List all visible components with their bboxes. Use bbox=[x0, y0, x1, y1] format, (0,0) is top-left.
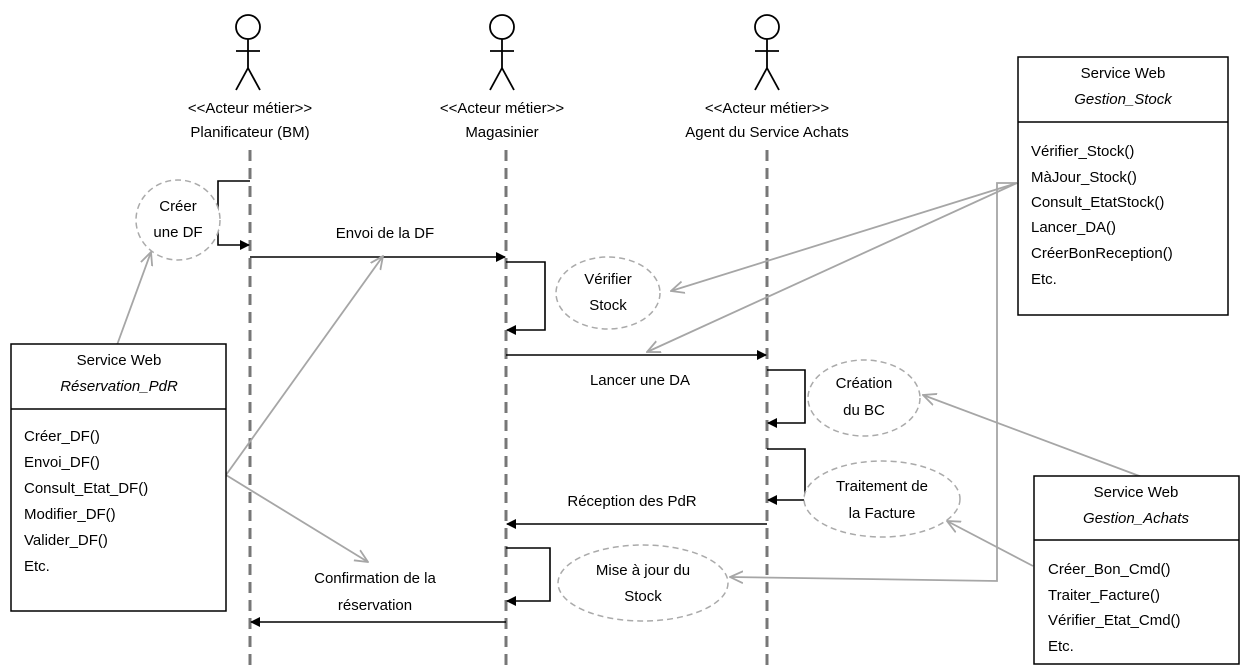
dependency-reservation-to-creer-df bbox=[116, 252, 151, 346]
dependency-stock-to-mise-a-jour bbox=[730, 182, 1017, 581]
actor-name: Magasinier bbox=[465, 124, 538, 141]
use-case-creation-bc: Création du BC bbox=[807, 359, 921, 437]
dependency-stock-to-verifier-stock bbox=[671, 182, 1018, 291]
self-message-traitement-facture bbox=[767, 448, 806, 505]
use-case-label-line1: Mise à jour du bbox=[596, 562, 690, 579]
service-gestion-achats: Service Web Gestion_Achats Créer_Bon_Cmd… bbox=[1033, 475, 1240, 665]
self-message-verifier-stock bbox=[506, 261, 546, 335]
use-case-label-line2: une DF bbox=[153, 224, 202, 241]
service-method: Modifier_DF() bbox=[24, 506, 116, 523]
service-method: Etc. bbox=[1048, 638, 1074, 655]
service-method: Vérifier_Stock() bbox=[1031, 143, 1134, 160]
service-name: Réservation_PdR bbox=[60, 378, 178, 395]
actor-planificateur: <<Acteur métier>> Planificateur (BM) bbox=[188, 14, 312, 141]
service-name: Gestion_Achats bbox=[1083, 510, 1189, 527]
use-case-label-line2: du BC bbox=[843, 402, 885, 419]
message-confirmation-label-line2: réservation bbox=[338, 597, 412, 614]
message-lancer-da-label: Lancer une DA bbox=[590, 372, 690, 389]
use-case-label-line1: Création bbox=[836, 375, 893, 392]
actor-stereotype: <<Acteur métier>> bbox=[705, 100, 829, 117]
service-method: Envoi_DF() bbox=[24, 454, 100, 471]
service-method: Lancer_DA() bbox=[1031, 219, 1116, 236]
use-case-label-line1: Créer bbox=[159, 198, 197, 215]
use-case-label-line2: Stock bbox=[624, 588, 662, 605]
actor-agent-achats: <<Acteur métier>> Agent du Service Achat… bbox=[685, 14, 849, 141]
use-case-verifier-stock: Vérifier Stock bbox=[555, 256, 661, 330]
dependency-achats-to-traitement-facture bbox=[947, 521, 1034, 567]
stick-figure-icon bbox=[754, 14, 780, 91]
dependency-stock-to-lancer-da bbox=[647, 182, 1018, 352]
use-case-label-line2: la Facture bbox=[849, 505, 916, 522]
service-title: Service Web bbox=[77, 352, 162, 369]
service-reservation-pdr: Service Web Réservation_PdR Créer_DF() E… bbox=[10, 343, 227, 612]
service-method: Consult_EtatStock() bbox=[1031, 194, 1164, 211]
service-name: Gestion_Stock bbox=[1074, 91, 1173, 108]
use-case-label-line1: Traitement de bbox=[836, 478, 928, 495]
self-message-creation-bc bbox=[767, 369, 806, 428]
self-message-creer-df bbox=[217, 180, 250, 250]
service-method: MàJour_Stock() bbox=[1031, 169, 1137, 186]
dependency-reservation-to-confirmation bbox=[225, 474, 368, 562]
service-method: Consult_Etat_DF() bbox=[24, 480, 148, 497]
service-title: Service Web bbox=[1081, 65, 1166, 82]
actor-stereotype: <<Acteur métier>> bbox=[188, 100, 312, 117]
stick-figure-icon bbox=[489, 14, 515, 91]
use-case-label-line2: Stock bbox=[589, 297, 627, 314]
service-method: Créer_DF() bbox=[24, 428, 100, 445]
actor-name: Agent du Service Achats bbox=[685, 124, 848, 141]
actor-stereotype: <<Acteur métier>> bbox=[440, 100, 564, 117]
use-case-creer-df: Créer une DF bbox=[135, 179, 221, 261]
self-message-mise-a-jour-stock bbox=[506, 547, 551, 606]
service-method: CréerBonReception() bbox=[1031, 245, 1173, 262]
dependency-achats-to-creation-bc bbox=[923, 395, 1143, 478]
actor-magasinier: <<Acteur métier>> Magasinier bbox=[440, 14, 564, 141]
service-method: Valider_DF() bbox=[24, 532, 108, 549]
message-envoi-df-label: Envoi de la DF bbox=[336, 225, 434, 242]
actor-name: Planificateur (BM) bbox=[190, 124, 309, 141]
use-case-label-line1: Vérifier bbox=[584, 271, 632, 288]
stick-figure-icon bbox=[235, 14, 261, 91]
message-reception-pdr-label: Réception des PdR bbox=[567, 493, 696, 510]
service-method: Etc. bbox=[24, 558, 50, 575]
service-method: Traiter_Facture() bbox=[1048, 587, 1160, 604]
service-method: Créer_Bon_Cmd() bbox=[1048, 561, 1171, 578]
use-case-traitement-facture: Traitement de la Facture bbox=[803, 460, 961, 538]
service-method: Etc. bbox=[1031, 271, 1057, 288]
service-method: Vérifier_Etat_Cmd() bbox=[1048, 612, 1181, 629]
service-gestion-stock: Service Web Gestion_Stock Vérifier_Stock… bbox=[1017, 56, 1229, 316]
use-case-mise-a-jour-stock: Mise à jour du Stock bbox=[557, 544, 729, 622]
message-confirmation-label-line1: Confirmation de la bbox=[314, 570, 436, 587]
service-title: Service Web bbox=[1094, 484, 1179, 501]
dependency-reservation-to-envoi-df bbox=[225, 256, 383, 476]
